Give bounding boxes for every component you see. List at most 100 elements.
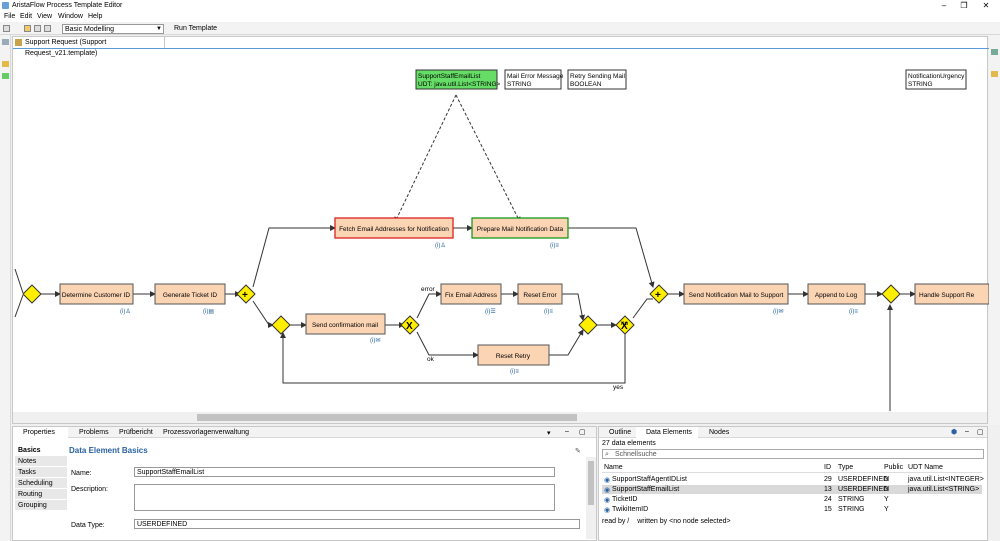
cell-name: TicketID bbox=[612, 496, 638, 503]
scrollbar-thumb[interactable] bbox=[197, 414, 577, 421]
and-join-gateway[interactable]: + bbox=[649, 284, 669, 304]
tab-pruefbericht[interactable]: Prüfbericht bbox=[119, 429, 153, 436]
tab-prozessvorlagenverwaltung[interactable]: Prozessvorlagenverwaltung bbox=[163, 429, 249, 436]
new-icon[interactable] bbox=[3, 25, 10, 32]
column-type[interactable]: Type bbox=[838, 464, 854, 471]
data-element-selected[interactable]: SupportStaffEmailList UDT: java.util.Lis… bbox=[415, 69, 501, 90]
edge-label-error: error bbox=[421, 286, 436, 293]
tab-data-elements[interactable]: Data Elements bbox=[636, 427, 698, 438]
xor-join-gateway[interactable] bbox=[578, 315, 598, 335]
description-field[interactable] bbox=[134, 484, 555, 511]
and-split-gateway[interactable]: + bbox=[236, 284, 256, 304]
menu-file[interactable]: File bbox=[4, 13, 16, 20]
view-icon-right-2[interactable] bbox=[991, 71, 998, 77]
table-row-selected[interactable]: ◉ SupportStaffEmailList 13 USERDEFINED N… bbox=[602, 485, 982, 494]
editor-horizontal-scrollbar[interactable] bbox=[13, 412, 987, 423]
perspective-icon[interactable] bbox=[2, 39, 9, 45]
section-tab-tasks[interactable]: Tasks bbox=[15, 467, 67, 478]
name-field[interactable]: SupportStaffEmailList bbox=[134, 467, 555, 477]
x-icon: X bbox=[621, 321, 628, 332]
view-icon-2[interactable] bbox=[2, 73, 9, 79]
run-template-button[interactable]: Run Template bbox=[174, 25, 218, 32]
form-icon: (i)☰ bbox=[485, 308, 496, 315]
open-folder-icon[interactable] bbox=[24, 25, 31, 32]
xor-split-gateway-x[interactable]: X bbox=[400, 315, 420, 335]
column-id[interactable]: ID bbox=[824, 464, 831, 471]
scrollbar-thumb[interactable] bbox=[588, 461, 594, 505]
row-icon: ◉ bbox=[604, 487, 611, 494]
chevron-down-icon: ▼ bbox=[156, 26, 162, 32]
tab-nodes[interactable]: Nodes bbox=[709, 429, 730, 436]
edges bbox=[14, 225, 916, 411]
search-input[interactable]: ⌕Schnellsuche bbox=[602, 449, 984, 459]
script-icon: (i)≡ bbox=[510, 369, 519, 375]
save-icon[interactable] bbox=[34, 25, 41, 32]
node-send-notification-mail[interactable]: Send Notification Mail to Support (i)✉ bbox=[683, 283, 789, 315]
properties-vertical-scrollbar[interactable] bbox=[586, 457, 596, 539]
menu-edit[interactable]: Edit bbox=[20, 13, 33, 20]
column-public[interactable]: Public bbox=[884, 464, 904, 471]
menu-window[interactable]: Window bbox=[58, 13, 83, 20]
loop-gateway-x[interactable]: X bbox=[615, 315, 635, 335]
data-element-name: Mail Error Message bbox=[507, 73, 564, 80]
written-by-label: written by <no node selected> bbox=[637, 518, 731, 525]
node-handle-support-request[interactable]: Handle Support Re bbox=[914, 283, 989, 305]
node-label: Send Notification Mail to Support bbox=[689, 292, 784, 299]
pin-icon[interactable]: ⬢ bbox=[951, 429, 958, 436]
close-icon[interactable]: ✕ bbox=[982, 1, 990, 10]
row-icon: ◉ bbox=[604, 497, 611, 504]
menu-help[interactable]: Help bbox=[88, 13, 103, 20]
view-menu-icon[interactable]: ▾ bbox=[547, 430, 551, 437]
menu-bar: File Edit View Window Help bbox=[0, 12, 1000, 22]
node-append-to-log[interactable]: Append to Log (i)≡ bbox=[807, 283, 866, 315]
node-generate-ticket-id[interactable]: Generate Ticket ID (i)▤ bbox=[154, 283, 226, 315]
column-name[interactable]: Name bbox=[604, 464, 623, 471]
xor-gateway[interactable] bbox=[881, 284, 901, 304]
edge bbox=[568, 227, 655, 288]
data-element[interactable]: Mail Error Message STRING bbox=[504, 69, 564, 90]
view-icon[interactable] bbox=[2, 61, 9, 67]
column-udt-name[interactable]: UDT Name bbox=[908, 464, 943, 471]
node-reset-error[interactable]: Reset Error (i)≡ bbox=[517, 283, 563, 315]
section-tab-grouping[interactable]: Grouping bbox=[15, 500, 67, 511]
xor-split-gateway[interactable] bbox=[271, 315, 291, 335]
node-send-confirmation-mail[interactable]: Send confirmation mail (i)✉ bbox=[305, 313, 386, 344]
minimize-icon[interactable]: – bbox=[941, 1, 947, 10]
editor-tab[interactable]: Support Request (Support Request_v21.tem… bbox=[13, 37, 165, 57]
data-element[interactable]: Retry Sending Mail BOOLEAN bbox=[567, 69, 627, 90]
section-tab-scheduling[interactable]: Scheduling bbox=[15, 478, 67, 489]
data-read-edge bbox=[394, 94, 457, 223]
maximize-view-icon[interactable]: ▢ bbox=[579, 429, 586, 436]
menu-view[interactable]: View bbox=[37, 13, 53, 20]
minimize-view-icon[interactable]: – bbox=[965, 428, 969, 435]
node-label: Determine Customer ID bbox=[62, 292, 131, 299]
script-icon: (i)≡ bbox=[544, 309, 553, 315]
table-row[interactable]: ◉ SupportStaffAgentIDList 29 USERDEFINED… bbox=[602, 475, 984, 484]
datatype-field[interactable]: USERDEFINED bbox=[134, 519, 580, 529]
edit-icon[interactable]: ✎ bbox=[575, 448, 581, 455]
maximize-view-icon[interactable]: ▢ bbox=[977, 429, 984, 436]
maximize-icon[interactable]: ❐ bbox=[960, 1, 968, 10]
section-tab-notes[interactable]: Notes bbox=[15, 456, 67, 467]
save-all-icon[interactable] bbox=[44, 25, 51, 32]
section-tab-routing[interactable]: Routing bbox=[15, 489, 67, 500]
table-row[interactable]: ◉ TwikiItemID 15 STRING Y bbox=[602, 505, 982, 514]
tab-problems[interactable]: Problems bbox=[79, 429, 109, 436]
data-element[interactable]: NotificationUrgency STRING bbox=[905, 69, 967, 90]
section-tab-basics[interactable]: Basics bbox=[15, 445, 67, 456]
mode-select[interactable]: Basic Modelling ▼ bbox=[62, 24, 164, 34]
data-element-type: BOOLEAN bbox=[570, 81, 602, 88]
tab-properties[interactable]: Properties bbox=[13, 427, 68, 438]
node-determine-customer-id[interactable]: Determine Customer ID (i)♙ bbox=[59, 283, 134, 315]
xor-split-gateway[interactable] bbox=[22, 284, 42, 304]
node-reset-retry[interactable]: Reset Retry (i)≡ bbox=[477, 344, 550, 375]
table-row[interactable]: ◉ TicketID 24 STRING Y bbox=[602, 495, 982, 504]
row-icon: ◉ bbox=[604, 477, 611, 484]
node-prepare-mail-notification[interactable]: Prepare Mail Notification Data (i)≡ bbox=[471, 217, 569, 249]
data-element-count: 27 data elements bbox=[602, 440, 656, 447]
minimize-view-icon[interactable]: – bbox=[565, 428, 569, 435]
node-fix-email-address[interactable]: Fix Email Address (i)☰ bbox=[440, 283, 502, 315]
view-icon-right[interactable] bbox=[991, 49, 998, 55]
tab-outline[interactable]: Outline bbox=[609, 429, 632, 436]
node-fetch-email-addresses[interactable]: Fetch Email Addresses for Notification (… bbox=[334, 217, 454, 249]
